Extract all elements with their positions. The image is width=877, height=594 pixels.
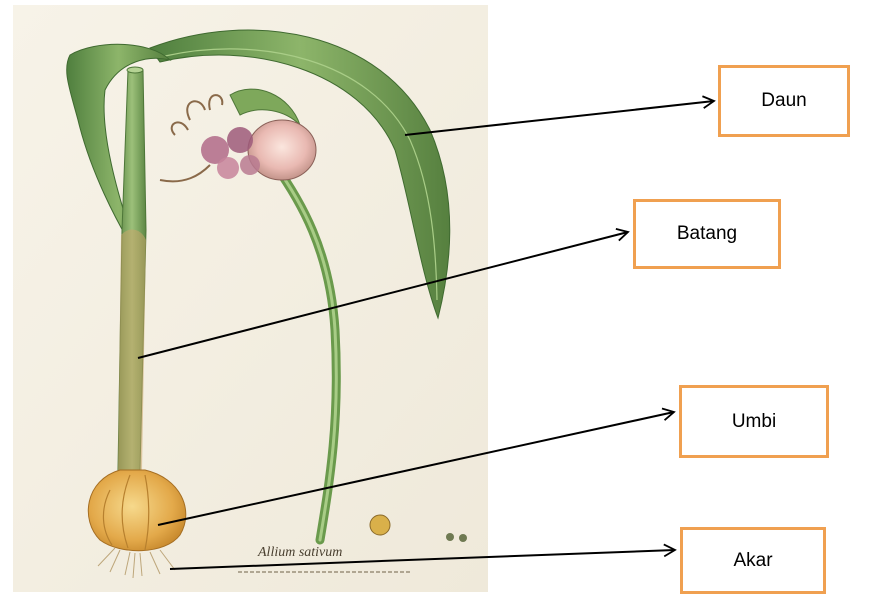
flower-head bbox=[248, 120, 316, 180]
label-akar: Akar bbox=[680, 527, 826, 594]
stalk-sheath bbox=[118, 230, 146, 470]
specimen-bulbil bbox=[370, 515, 390, 535]
bulbil bbox=[240, 155, 260, 175]
label-umbi: Umbi bbox=[679, 385, 829, 458]
illustration-caption: Allium sativum bbox=[257, 545, 342, 560]
bulbil bbox=[217, 157, 239, 179]
specimen-seed bbox=[459, 534, 467, 542]
stalk-top bbox=[127, 67, 143, 73]
specimen-seed bbox=[446, 533, 454, 541]
bulbil bbox=[227, 127, 253, 153]
label-batang: Batang bbox=[633, 199, 781, 269]
label-daun: Daun bbox=[718, 65, 850, 137]
